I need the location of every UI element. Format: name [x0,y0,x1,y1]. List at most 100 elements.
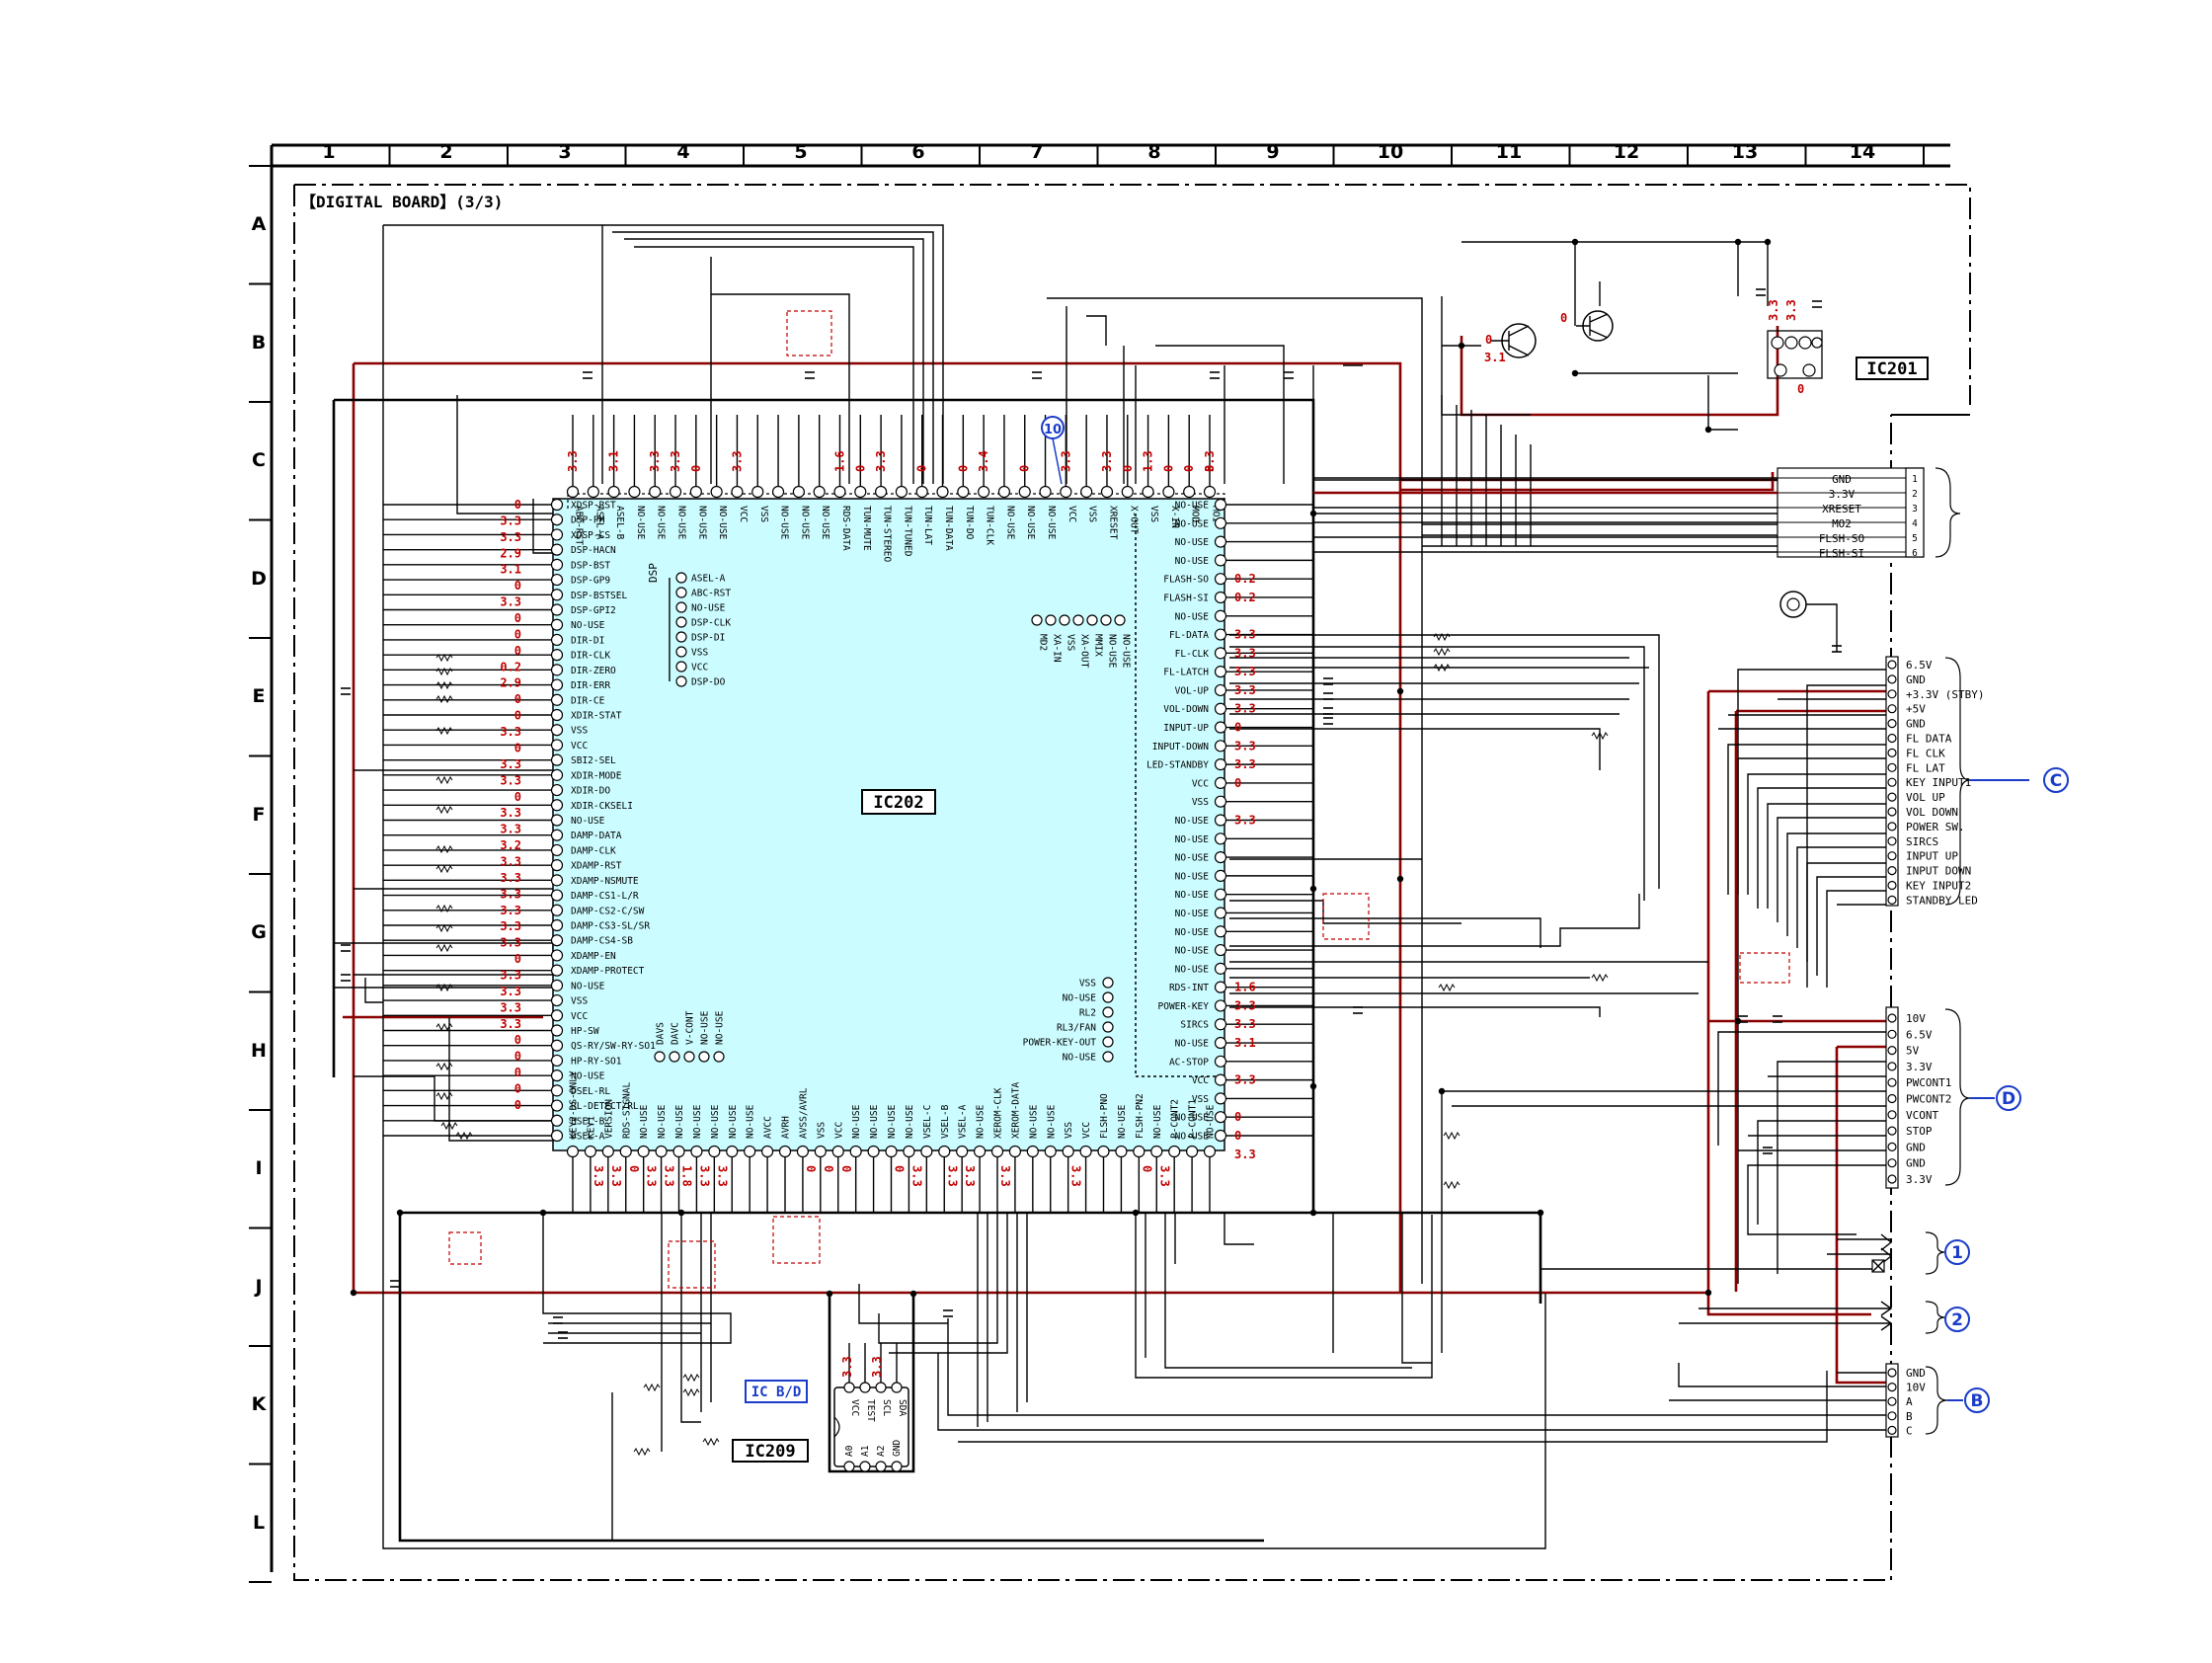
pin-label-no-use: NO-USE [571,981,605,991]
resistor-icon [702,1437,720,1447]
voltage-label: 0 [1161,465,1175,472]
pin-label-flash-si: FLASH-SI [1163,593,1209,603]
connector-pin-label: 3.3V [1906,1173,1933,1186]
pin-label-vss: VSS [816,1122,827,1139]
connector-pin-label: 5V [1906,1045,1920,1058]
ic-bd-label: IC B/D [751,1385,802,1400]
voltage-label: 3.3 [500,823,521,836]
connector-pin-label: KEY INPUT2 [1906,880,1971,893]
voltage-label: 3.3 [500,985,521,998]
pin-pad [1214,683,1227,697]
voltage-label: 3.3 [500,530,521,544]
pin-pad [1045,614,1057,626]
resistor-icon [1433,663,1451,673]
ic202-chip: IC202 DSP [552,493,1225,1151]
voltage-label: 3.3 [1234,814,1256,828]
connector-pin-label: FL LAT [1906,761,1945,774]
pin-pad [683,1051,695,1063]
ref-label-10: 10 [1044,423,1062,437]
pin-pad [550,964,564,977]
voltage-label: 3.3 [697,1165,711,1187]
pin-label-x-in: X-IN [1169,506,1180,528]
pin-pad [550,708,564,722]
pin-label-avcc: AVCC [763,1116,774,1139]
pin-pad [675,661,687,673]
voltage-label: 0 [514,692,521,706]
connector-pin [1887,1396,1897,1406]
pin-label-davs: DAVS [656,1022,667,1045]
pin-label-no-use: NO-USE [1175,556,1210,567]
connector-pin [1887,822,1897,832]
pin-label-no-use: NO-USE [1152,1104,1163,1139]
resistor-icon [435,1022,453,1032]
voltage-label: 0 [1234,1129,1241,1143]
ic202-dsp-label: DSP [647,563,660,583]
voltage-label: 3.3 [663,1165,676,1187]
pin-pad [831,1145,844,1158]
pin-label-xerom-data: XEROM-DATA [1010,1082,1021,1139]
pin-label-dsp-bst: DSP-BST [571,560,610,571]
pin-label-xdamp-nsmute: XDAMP-NSMUTE [571,876,639,887]
pin-pad [675,646,687,658]
pin-label-damp-cs4-sb: DAMP-CS4-SB [571,936,633,947]
pin-pad [1214,609,1227,622]
pin-label-sbi2-sel: SBI2-SEL [571,755,616,766]
pin-label-vcc: VCC [833,1122,844,1139]
pin-pad [708,1145,721,1158]
grid-row-label: B [252,332,266,354]
pin-label-no-use: NO-USE [1117,1104,1128,1139]
junction-dot [1571,369,1579,377]
pin-label-no-use: NO-USE [1175,518,1210,529]
voltage-label: 1.8 [680,1165,694,1187]
pin-label-no-use: NO-USE [656,506,667,540]
voltage-label: 3.3 [500,919,521,933]
connector-pin-label: 10V [1906,1382,1926,1394]
voltage-label: 3.1 [500,563,521,577]
pin-label-mmix: MMIX [1093,634,1104,657]
board-title: 【DIGITAL BOARD】(3/3) [300,193,503,211]
pin-pad [550,1114,564,1127]
pin-pad [895,485,908,499]
connector-pin-label: GND [1906,1367,1926,1380]
pin-label-p-cont1: P-CONT1 [1188,1099,1199,1139]
resistor-icon [435,775,453,785]
connector-pin-label: FLSH-SI [1819,547,1864,560]
pin-label-vcc: VCC [849,1399,860,1416]
resistor-icon [435,805,453,815]
pin-label-a0: A0 [844,1445,855,1457]
voltage-label: 0 [915,465,929,472]
pin-pad [1214,516,1227,529]
voltage-label: 1.6 [832,450,846,472]
pin-pad [867,1145,880,1158]
pin-label-vss: VSS [571,996,588,1007]
voltage-label: 0 [804,1165,818,1172]
pin-label-xreset: XRESET [1107,506,1118,540]
pin-pad [1102,1006,1114,1018]
connector-pin [1887,1077,1897,1087]
ic209-name-box [732,1439,809,1463]
connector-pin-number: 1 [1912,474,1918,485]
voltage-label: 0 [627,1165,641,1172]
junction-dot [677,1209,685,1217]
voltage-label: 3.3 [1767,299,1780,321]
voltage-label: 3.3 [566,450,580,472]
pin-pad [956,1145,969,1158]
connector-pin [1887,1062,1897,1071]
pin-label-no-use: NO-USE [696,506,707,540]
pin-label-xdsp-cs: XDSP-CS [571,530,610,541]
pin-label-hp-ry-so1: HP-RY-SO1 [571,1056,622,1067]
pin-pad [584,1145,597,1158]
pin-pad [920,1145,933,1158]
grid-row-label: L [253,1512,265,1534]
pin-pad [649,485,662,499]
ic-bd-box [745,1380,808,1403]
pin-pad [637,1145,650,1158]
voltage-label: 0 [1018,465,1032,472]
pin-label-vol-down: VOL-DOWN [1163,704,1209,715]
connector-pin-label: 3.3V [1829,488,1856,501]
pin-label-no-use: NO-USE [715,1010,726,1045]
grid-row-label: I [255,1157,262,1179]
pin-pad [710,485,723,499]
pin-label-xdamp-rst: XDAMP-RST [571,861,622,872]
voltage-label: 0 [514,709,521,723]
